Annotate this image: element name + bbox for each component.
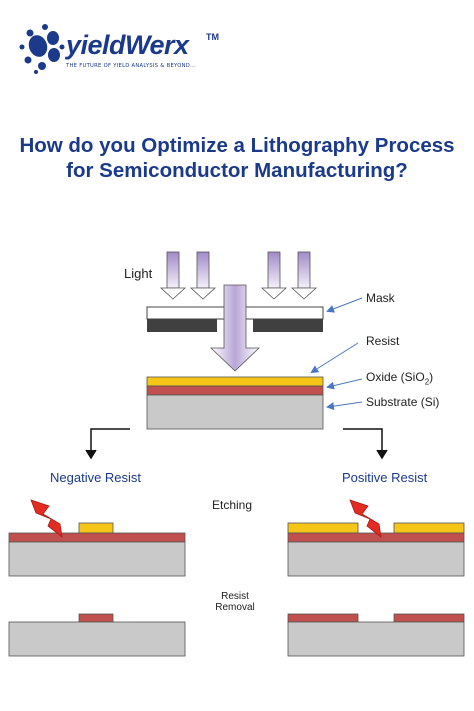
light-arrows <box>159 251 318 300</box>
substrate-label: Substrate (Si) <box>366 395 440 409</box>
wafer-stack <box>146 376 324 430</box>
lightning-bolt-icon <box>349 499 382 538</box>
negative-etch-wafer <box>8 499 186 577</box>
positive-etch-wafer <box>287 499 465 577</box>
light-arrow-4 <box>290 251 318 300</box>
logo-icon <box>19 24 65 74</box>
negative-resist-label: Negative Resist <box>50 470 142 485</box>
page-title-line-1: How do you Optimize a Lithography Proces… <box>19 134 455 157</box>
logo-wordmark: yieldWerx <box>66 30 189 60</box>
positive-removed-wafer <box>287 613 465 657</box>
oxide-label-subscript: 2 <box>424 377 430 387</box>
mask-label: Mask <box>366 291 395 305</box>
logo-tagline: THE FUTURE OF YIELD ANALYSIS & BEYOND... <box>66 63 196 69</box>
light-label: Light <box>124 266 153 281</box>
resist-label: Resist <box>366 334 400 348</box>
oxide-label-suffix: ) <box>429 370 434 384</box>
oxide-label-prefix: Oxide (SiO <box>366 370 425 384</box>
light-arrow-2 <box>189 251 217 300</box>
light-arrow-1 <box>159 251 187 300</box>
positive-resist-label: Positive Resist <box>342 470 428 485</box>
resist-removal-label: Resist Removal <box>205 591 265 613</box>
page-title: How do you Optimize a Lithography Proces… <box>0 133 474 183</box>
etching-label: Etching <box>212 498 253 512</box>
light-arrow-3 <box>260 251 288 300</box>
page-title-line-2: for Semiconductor Manufacturing? <box>66 159 408 182</box>
oxide-label: Oxide (SiO2) <box>366 370 433 386</box>
lightning-bolt-icon <box>30 499 63 538</box>
resist-removal-line-1: Resist <box>221 591 249 602</box>
branch-arrows <box>85 428 388 460</box>
negative-removed-wafer <box>8 613 186 657</box>
central-light-arrow <box>210 284 260 372</box>
label-pointers <box>310 297 363 411</box>
resist-removal-line-2: Removal <box>215 602 255 613</box>
logo-trademark: TM <box>206 32 219 42</box>
